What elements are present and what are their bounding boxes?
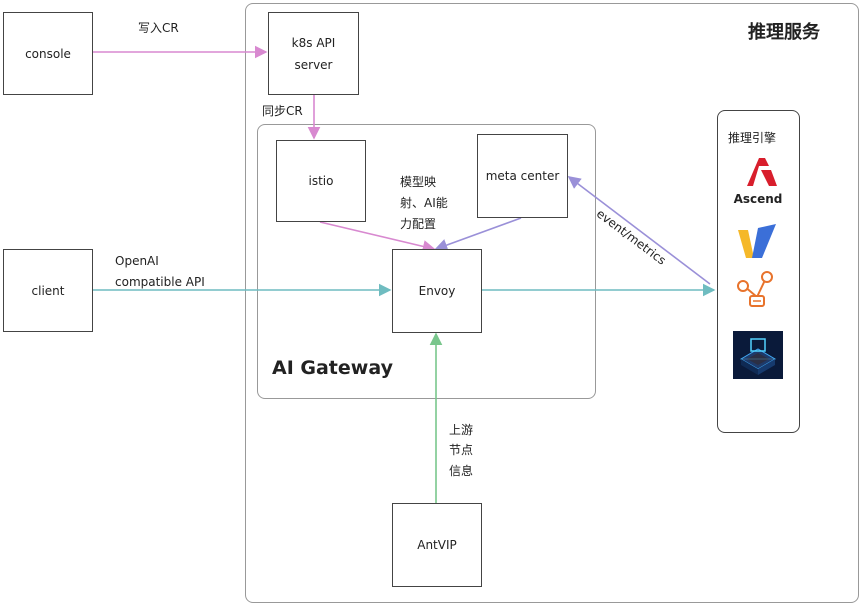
inference-service-region	[245, 3, 859, 603]
istio-node: istio	[276, 140, 366, 222]
antvip-node: AntVIP	[392, 503, 482, 587]
edge-meta-to-envoy	[434, 217, 522, 252]
sync-cr-label: 同步CR	[262, 104, 303, 118]
vllm-logo-icon	[736, 224, 778, 260]
k8s-api-server-node: k8s API server	[268, 12, 359, 95]
edge-istio-to-envoy	[319, 221, 436, 253]
k8s-api-label-2: server	[294, 57, 333, 72]
client-label: client	[31, 283, 65, 298]
console-node: console	[3, 12, 93, 95]
model-mapping-label-3: 力配置	[400, 217, 437, 231]
upstream-label-3: 信息	[449, 464, 474, 478]
upstream-label-1: 上游	[449, 423, 474, 437]
inference-engines-panel	[717, 110, 800, 433]
inference-service-title: 推理服务	[748, 22, 820, 43]
chip-engine-logo-icon	[733, 331, 783, 379]
ai-gateway-title: AI Gateway	[272, 357, 393, 379]
openai-label-1: OpenAI	[115, 254, 159, 268]
write-cr-label: 写入CR	[138, 21, 179, 35]
console-label: console	[25, 46, 71, 61]
model-mapping-label-2: 射、AI能	[400, 196, 448, 210]
meta-center-label: meta center	[485, 169, 560, 183]
antvip-label: AntVIP	[417, 538, 457, 552]
ai-gateway-region	[257, 124, 596, 399]
graph-engine-logo-icon	[736, 270, 780, 314]
inference-engines-title: 推理引擎	[728, 131, 777, 145]
client-node: client	[3, 249, 93, 332]
k8s-api-label-1: k8s API	[291, 35, 336, 50]
envoy-label: Envoy	[418, 284, 456, 298]
model-mapping-label-1: 模型映	[400, 175, 437, 189]
envoy-node: Envoy	[392, 249, 482, 333]
upstream-label-2: 节点	[449, 443, 474, 457]
edge-engines-to-meta	[567, 176, 711, 285]
ascend-logo-icon: Ascend	[729, 156, 787, 206]
meta-center-node: meta center	[477, 134, 568, 218]
openai-label-2: compatible API	[115, 275, 205, 289]
ascend-logo-text: Ascend	[733, 192, 783, 206]
istio-label: istio	[308, 174, 334, 188]
